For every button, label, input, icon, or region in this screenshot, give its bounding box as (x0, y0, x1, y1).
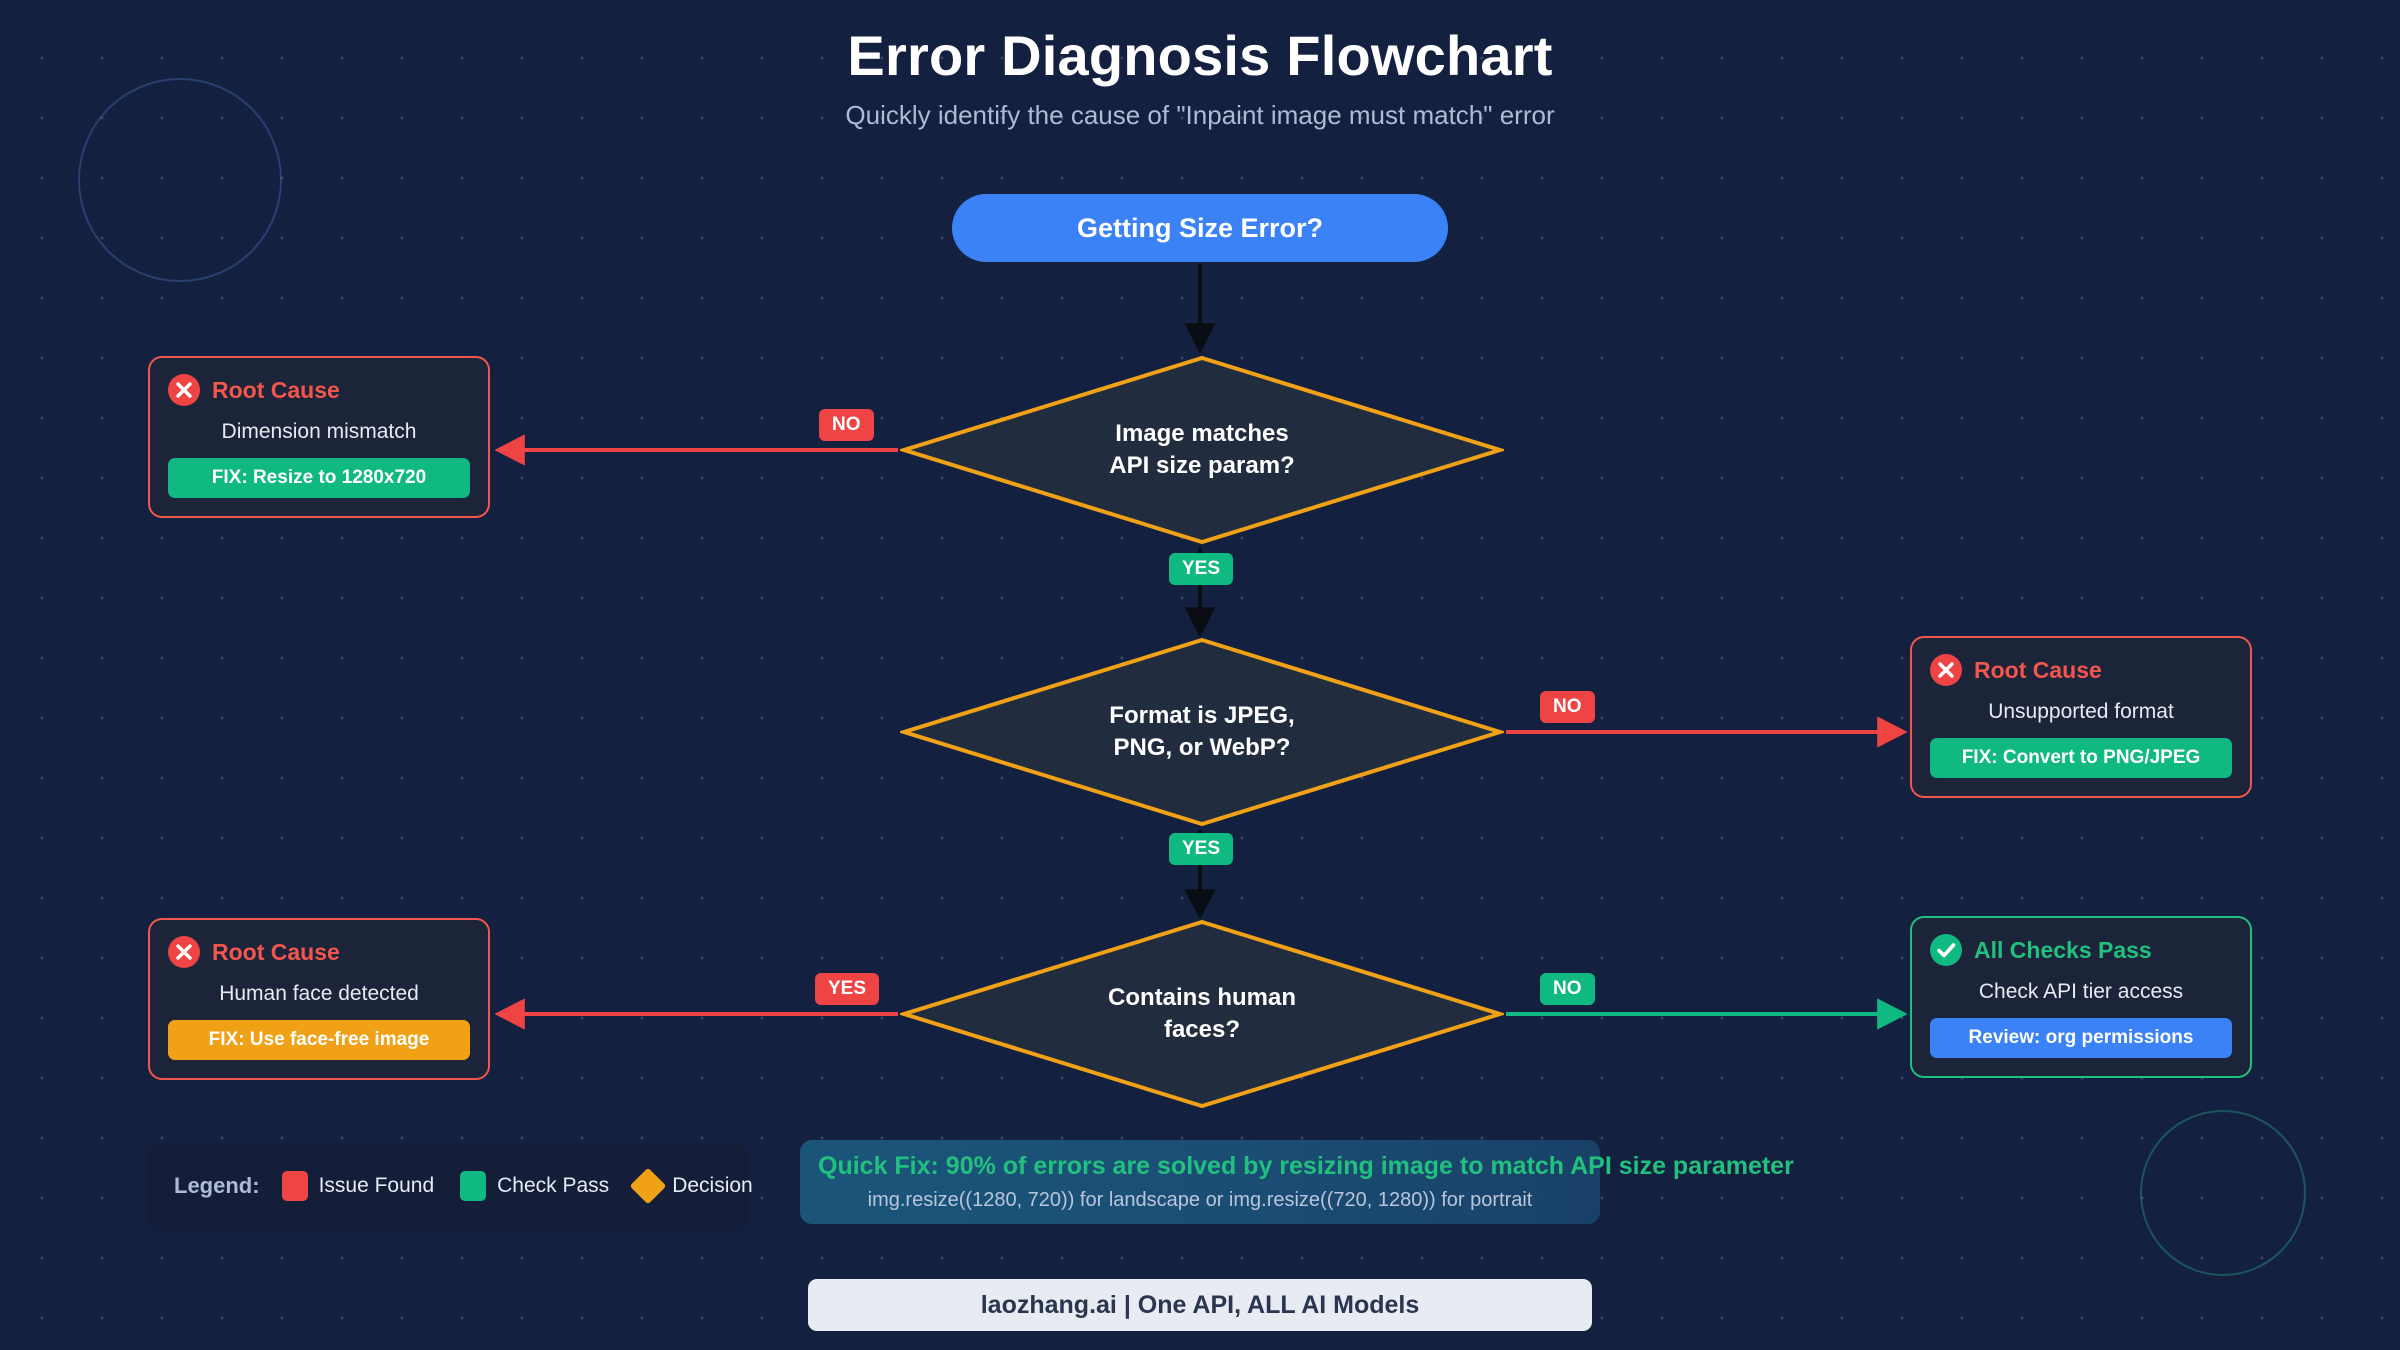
quick-fix-code: img.resize((1280, 720)) for landscape or… (867, 1188, 1533, 1211)
edge-label-decision2-no: NO (1540, 691, 1595, 723)
edge-label-decision2-yes: YES (1169, 833, 1234, 865)
decision-1-line2: API size param? (1109, 452, 1295, 479)
card-fix-button[interactable]: FIX: Use face-free image (168, 1020, 470, 1060)
x-circle-icon (168, 936, 200, 968)
card-title: Root Cause (212, 376, 340, 403)
start-node[interactable]: Getting Size Error? (952, 194, 1448, 262)
legend-item-decision: Decision (629, 1167, 753, 1205)
footer-branding: laozhang.ai | One API, ALL AI Models (808, 1279, 1592, 1331)
edge-label-decision1-no: NO (819, 409, 874, 441)
card-title: Root Cause (212, 938, 340, 965)
legend-title: Legend: (174, 1173, 260, 1198)
x-circle-icon (168, 374, 200, 406)
card-description: Unsupported format (1988, 700, 2174, 723)
x-circle-icon (1930, 654, 1962, 686)
page-title: Error Diagnosis Flowchart (847, 24, 1553, 87)
card-description: Human face detected (219, 982, 419, 1005)
page-subtitle: Quickly identify the cause of "Inpaint i… (845, 100, 1555, 131)
legend-label: Decision (672, 1174, 753, 1197)
card-header: Root Cause (1930, 654, 2232, 686)
outcome-card-all-checks-pass[interactable]: All Checks Pass Check API tier access Re… (1910, 916, 2252, 1078)
edge-label-decision3-yes: YES (815, 973, 880, 1005)
legend: Legend: Issue Found Check Pass Decision (148, 1142, 753, 1230)
outcome-card-dimension-mismatch[interactable]: Root Cause Dimension mismatch FIX: Resiz… (148, 356, 490, 518)
card-header: All Checks Pass (1930, 934, 2232, 966)
decision-node-2[interactable]: Format is JPEG, PNG, or WebP? (900, 636, 1504, 828)
outcome-card-human-face[interactable]: Root Cause Human face detected FIX: Use … (148, 918, 490, 1080)
legend-item-issue-found: Issue Found (281, 1171, 435, 1201)
decision-2-line1: Format is JPEG, (1109, 702, 1295, 730)
decision-3-line2: faces? (1163, 1016, 1241, 1043)
decorative-circle-bottom-right (2140, 1110, 2306, 1276)
quick-fix-callout: Quick Fix: 90% of errors are solved by r… (800, 1140, 1794, 1224)
quick-fix-headline: Quick Fix: 90% of errors are solved by r… (818, 1152, 1794, 1180)
card-title: All Checks Pass (1974, 936, 2152, 963)
card-title: Root Cause (1974, 656, 2102, 683)
legend-label: Issue Found (318, 1174, 435, 1197)
outcome-card-unsupported-format[interactable]: Root Cause Unsupported format FIX: Conve… (1910, 636, 2252, 798)
red-square-icon (281, 1171, 308, 1201)
decision-1-line1: Image matches (1115, 420, 1289, 448)
card-header: Root Cause (168, 374, 470, 406)
green-square-icon (460, 1171, 487, 1201)
legend-item-check-pass: Check Pass (460, 1171, 609, 1201)
card-description: Dimension mismatch (221, 420, 417, 443)
check-circle-icon (1930, 934, 1962, 966)
card-header: Root Cause (168, 936, 470, 968)
page-header: Error Diagnosis Flowchart Quickly identi… (0, 24, 2400, 131)
decision-node-1[interactable]: Image matches API size param? (900, 354, 1504, 546)
orange-diamond-icon (629, 1167, 667, 1205)
decision-node-3[interactable]: Contains human faces? (900, 918, 1504, 1110)
card-fix-button[interactable]: FIX: Resize to 1280x720 (168, 458, 470, 498)
legend-label: Check Pass (497, 1174, 610, 1197)
decision-2-line2: PNG, or WebP? (1113, 734, 1291, 761)
edge-label-decision1-yes: YES (1169, 553, 1234, 585)
card-description: Check API tier access (1978, 980, 2184, 1003)
edge-label-decision3-no: NO (1540, 973, 1595, 1005)
card-fix-button[interactable]: FIX: Convert to PNG/JPEG (1930, 738, 2232, 778)
decision-3-line1: Contains human (1107, 984, 1296, 1012)
card-action-button[interactable]: Review: org permissions (1930, 1018, 2232, 1058)
